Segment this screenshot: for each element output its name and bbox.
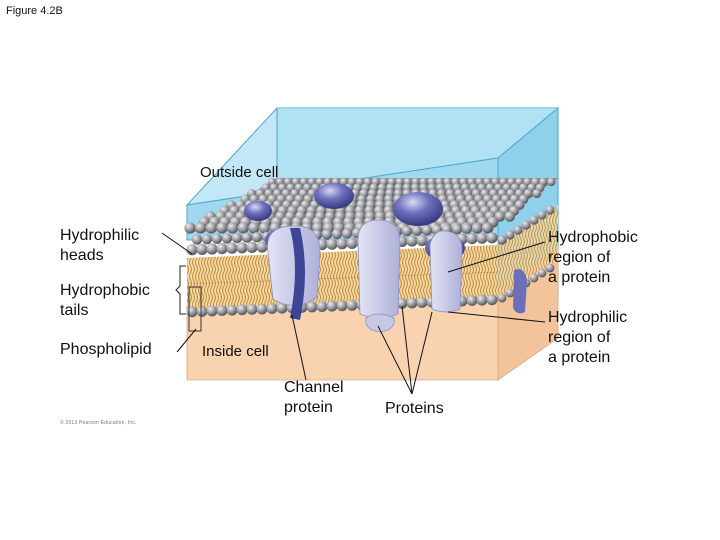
phospholipid-head — [406, 297, 418, 309]
phospholipid-head — [341, 228, 353, 239]
phospholipid-head — [184, 222, 196, 234]
phospholipid-head — [236, 242, 248, 254]
phospholipid-head — [316, 301, 328, 312]
phospholipid-head — [221, 233, 233, 244]
label-hydrophobic-region: Hydrophobic region of a protein — [548, 229, 638, 286]
label-proteins: Proteins — [385, 400, 444, 417]
phospholipid-head — [276, 302, 288, 314]
phospholipid-head — [476, 232, 488, 244]
phospholipid-head — [326, 238, 338, 250]
tails-bracket — [175, 265, 186, 315]
phospholipid-head — [241, 232, 253, 243]
phospholipid-head — [461, 223, 473, 234]
phospholipid-head — [504, 211, 515, 222]
phospholipid-head — [486, 232, 498, 244]
phospholipid-head — [416, 297, 428, 308]
phospholipid-head — [411, 225, 423, 236]
phospholipid-head — [481, 222, 493, 234]
phospholipid-head — [321, 229, 333, 240]
phospholipid-head — [346, 237, 358, 249]
phospholipid-head — [529, 215, 539, 225]
integral-proteins — [357, 219, 527, 333]
phospholipid-head — [251, 232, 263, 243]
phospholipid-head — [336, 300, 348, 312]
phospholipid-head — [537, 268, 547, 278]
phospholipid-head — [513, 225, 523, 235]
phospholipid-head — [236, 304, 248, 316]
phospholipid-head — [206, 243, 218, 255]
phospholipid-head — [186, 306, 198, 318]
phospholipid-head — [476, 294, 488, 306]
phospholipid-head — [196, 306, 208, 317]
label-hydrophilic-region: Hydrophilic region of a protein — [548, 309, 628, 366]
phospholipid-head — [331, 228, 343, 240]
phospholipid-head — [226, 304, 238, 316]
phospholipid-highlight — [188, 286, 202, 332]
phospholipid-head — [451, 224, 463, 235]
channel-protein — [267, 225, 321, 320]
label-outside-cell: Outside cell — [200, 164, 279, 181]
phospholipid-head — [521, 220, 531, 230]
phospholipid-head — [205, 222, 217, 234]
phospholipid-head — [306, 301, 318, 313]
phospholipid-head — [396, 298, 408, 309]
phospholipid-head — [406, 235, 418, 247]
label-phospholipid: Phospholipid — [60, 341, 152, 358]
phospholipid-head — [326, 300, 338, 312]
figure-title: Figure 4.2B — [6, 5, 63, 17]
phospholipid-head — [497, 235, 507, 245]
phospholipid-head — [336, 238, 348, 250]
phospholipid-head — [471, 223, 483, 234]
phospholipid-head — [256, 241, 268, 253]
phospholipid-head — [416, 235, 428, 247]
phospholipid-head — [211, 233, 223, 244]
phospholipid-head — [486, 294, 498, 306]
phospholipid-head — [505, 288, 515, 298]
phospholipid-head — [466, 233, 478, 245]
hydrophobic-tail-layer — [186, 205, 558, 312]
phospholipid-head — [231, 232, 243, 244]
phospholipid-head — [466, 295, 478, 306]
phospholipid-head — [346, 300, 358, 311]
label-inside-cell: Inside cell — [202, 343, 269, 360]
phospholipid-head — [246, 241, 258, 253]
phospholipid-head — [401, 226, 413, 237]
label-channel-protein: Channel protein — [284, 379, 344, 416]
phospholipid-head — [216, 222, 228, 234]
label-hydrophobic-tails: Hydrophobic tails — [60, 282, 150, 319]
phospholipid-head — [191, 234, 203, 245]
phospholipid-head — [237, 222, 249, 234]
copyright-notice: © 2013 Pearson Education, Inc. — [60, 420, 137, 426]
phospholipid-head — [248, 222, 260, 234]
phospholipid-head — [532, 188, 542, 199]
phospholipid-head — [201, 234, 213, 245]
phospholipid-head — [258, 222, 271, 234]
phospholipid-head — [226, 222, 239, 234]
phospholipid-head — [547, 177, 556, 187]
phospholipid-head — [545, 263, 555, 273]
phospholipid-head — [216, 243, 228, 255]
phospholipid-head — [216, 305, 228, 316]
phospholipid-head — [195, 222, 207, 234]
phospholipid-head — [266, 303, 278, 314]
phospholipid-head — [505, 230, 515, 240]
phospholipid-head — [196, 243, 208, 255]
phospholipid-head — [246, 304, 258, 315]
phospholipid-head — [206, 305, 218, 317]
phospholipid-head — [537, 210, 547, 220]
phospholipid-head — [256, 303, 268, 315]
leader-lines — [161, 232, 546, 395]
label-hydrophilic-heads: Hydrophilic heads — [60, 227, 140, 264]
phospholipid-head — [545, 205, 555, 215]
phospholipid-head — [421, 225, 433, 236]
phospholipid-head — [497, 293, 507, 303]
phospholipid-head — [226, 242, 238, 254]
phospholipid-head — [529, 273, 539, 283]
